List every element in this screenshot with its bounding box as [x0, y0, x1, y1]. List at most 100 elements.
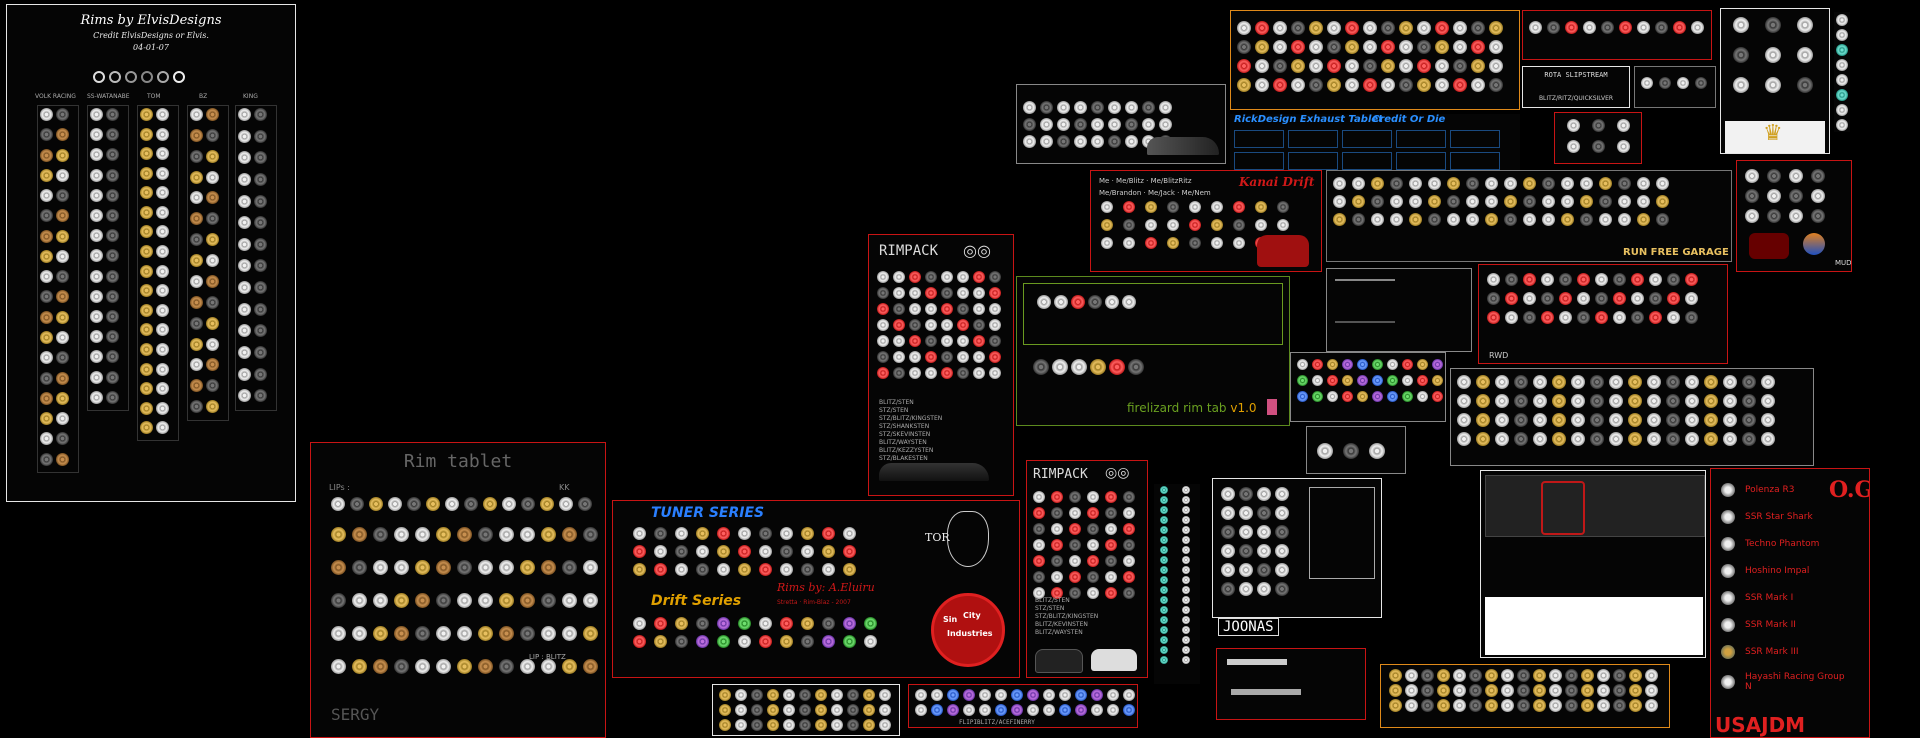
rim-icon[interactable] [478, 593, 493, 608]
rim-icon[interactable] [502, 497, 516, 511]
rim-icon[interactable] [1581, 669, 1594, 682]
rim-icon[interactable] [1453, 699, 1466, 712]
rim-icon[interactable] [1561, 195, 1574, 208]
rim-icon[interactable] [1647, 394, 1661, 408]
rim-icon[interactable] [40, 189, 53, 203]
rim-icon[interactable] [633, 527, 646, 540]
rim-icon[interactable] [1051, 523, 1063, 535]
rim-icon[interactable] [1695, 77, 1707, 89]
rim-icon[interactable] [1123, 237, 1135, 249]
rim-icon[interactable] [1609, 394, 1623, 408]
rim-icon[interactable] [1069, 491, 1081, 503]
rim-icon[interactable] [1122, 295, 1136, 309]
ogjdm-item[interactable]: SSR Mark I [1745, 593, 1794, 603]
rim-icon[interactable] [156, 264, 169, 278]
rim-icon[interactable] [696, 617, 709, 630]
rim-icon[interactable] [90, 390, 103, 404]
rim-icon[interactable] [106, 128, 119, 142]
rim-icon[interactable] [407, 497, 421, 511]
rim-icon[interactable] [1721, 618, 1735, 632]
rim-icon[interactable] [388, 497, 402, 511]
rim-icon[interactable] [394, 560, 409, 575]
rim-icon[interactable] [238, 129, 251, 143]
rim-icon[interactable] [1182, 556, 1190, 564]
rim-icon[interactable] [1043, 704, 1055, 716]
rim-icon[interactable] [1221, 544, 1235, 558]
rim-icon[interactable] [90, 370, 103, 384]
rim-icon[interactable] [1613, 273, 1626, 286]
rim-icon[interactable] [140, 166, 153, 180]
rim-icon[interactable] [1087, 539, 1099, 551]
rim-icon[interactable] [1667, 292, 1680, 305]
rim-icon[interactable] [1721, 537, 1735, 551]
rim-icon[interactable] [106, 330, 119, 344]
rim-icon[interactable] [925, 367, 937, 379]
rim-icon[interactable] [1159, 118, 1172, 131]
rim-icon[interactable] [140, 225, 153, 239]
rim-icon[interactable] [1645, 669, 1658, 682]
rim-icon[interactable] [1466, 177, 1479, 190]
rim-icon[interactable] [1105, 295, 1119, 309]
ogjdm-item[interactable]: SSR Mark II [1745, 620, 1796, 630]
rim-icon[interactable] [979, 689, 991, 701]
rim-icon[interactable] [1765, 17, 1781, 33]
rim-icon[interactable] [1312, 375, 1323, 386]
rim-icon[interactable] [254, 151, 267, 165]
rim-icon[interactable] [499, 659, 514, 674]
rim-icon[interactable] [1273, 59, 1287, 73]
rim-icon[interactable] [1291, 21, 1305, 35]
rim-icon[interactable] [1051, 539, 1063, 551]
rim-icon[interactable] [457, 527, 472, 542]
rim-icon[interactable] [373, 659, 388, 674]
rim-icon[interactable] [1666, 432, 1680, 446]
rim-icon[interactable] [1721, 591, 1735, 605]
rim-icon[interactable] [1505, 273, 1518, 286]
rim-icon[interactable] [1291, 59, 1305, 73]
rim-icon[interactable] [973, 287, 985, 299]
rim-icon[interactable] [352, 560, 367, 575]
rim-icon[interactable] [915, 704, 927, 716]
rim-icon[interactable] [1182, 596, 1190, 604]
rim-icon[interactable] [1637, 213, 1650, 226]
rim-icon[interactable] [1595, 311, 1608, 324]
rim-icon[interactable] [1091, 101, 1104, 114]
rim-icon[interactable] [1597, 684, 1610, 697]
rim-icon[interactable] [1592, 140, 1605, 153]
rim-icon[interactable] [206, 254, 219, 268]
rim-icon[interactable] [738, 545, 751, 558]
rim-icon[interactable] [995, 704, 1007, 716]
rim-icon[interactable] [140, 108, 153, 121]
rim-icon[interactable] [1160, 556, 1168, 564]
rim-icon[interactable] [1469, 699, 1482, 712]
rim-icon[interactable] [1723, 413, 1737, 427]
rim-icon[interactable] [583, 527, 598, 542]
rim-icon[interactable] [1345, 59, 1359, 73]
rim-icon[interactable] [1685, 394, 1699, 408]
rim-icon[interactable] [633, 563, 646, 576]
rim-icon[interactable] [941, 351, 953, 363]
rim-icon[interactable] [1533, 413, 1547, 427]
rim-icon[interactable] [1453, 59, 1467, 73]
rim-icon[interactable] [56, 331, 69, 345]
rim-icon[interactable] [562, 593, 577, 608]
rim-icon[interactable] [1108, 101, 1121, 114]
rim-icon[interactable] [1590, 375, 1604, 389]
rim-icon[interactable] [989, 351, 1001, 363]
rim-icon[interactable] [1037, 295, 1051, 309]
rim-icon[interactable] [877, 335, 889, 347]
rim-icon[interactable] [1033, 587, 1045, 599]
rim-icon[interactable] [1108, 118, 1121, 131]
rim-icon[interactable] [1453, 684, 1466, 697]
rim-icon[interactable] [1571, 375, 1585, 389]
rim-icon[interactable] [1533, 432, 1547, 446]
rim-icon[interactable] [1577, 292, 1590, 305]
rim-icon[interactable] [206, 170, 219, 184]
rim-icon[interactable] [254, 172, 267, 186]
rim-icon[interactable] [1552, 413, 1566, 427]
rim-icon[interactable] [738, 617, 751, 630]
rim-icon[interactable] [1761, 394, 1775, 408]
rim-icon[interactable] [893, 271, 905, 283]
rim-icon[interactable] [1402, 359, 1413, 370]
rim-icon[interactable] [254, 302, 267, 316]
rim-icon[interactable] [864, 635, 877, 648]
